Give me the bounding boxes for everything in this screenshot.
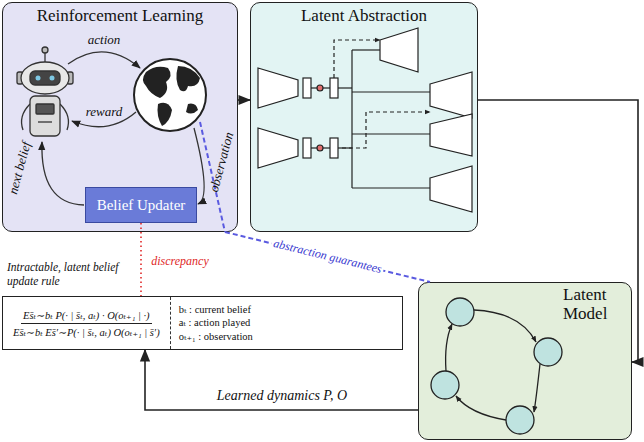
numerator: Es̄ₜ∼bₜ P(· | s̄ₜ, aₜ) · O(oₜ₊₁ | ·) xyxy=(21,309,152,324)
edge-label: Learned dynamics P, O xyxy=(215,388,349,403)
fraction: Es̄ₜ∼bₜ P(· | s̄ₜ, aₜ) · O(oₜ₊₁ | ·)Es̄ₜ… xyxy=(3,297,171,349)
globe xyxy=(134,59,206,131)
panel-title: Latent Abstraction xyxy=(251,6,477,26)
connector xyxy=(145,350,418,410)
box-label: Belief Updater xyxy=(97,197,186,214)
arrow-label: action xyxy=(88,33,121,47)
definition: aₜ : action played xyxy=(179,316,394,330)
definition: oₜ₊₁ : observation xyxy=(179,330,394,344)
edge-label: abstraction guarantees xyxy=(270,237,385,277)
panel-title: Latent Model xyxy=(563,286,627,323)
process-box: Belief Updater xyxy=(85,187,197,223)
connector xyxy=(238,99,250,101)
denominator: Es̄ₜ∼bₜ Es̄′∼P(· | s̄ₜ, aₜ) O(oₜ₊₁ | s̄′… xyxy=(11,324,162,338)
panel-title: Reinforcement Learning xyxy=(3,6,237,26)
connector xyxy=(140,223,142,296)
heading: Intractable, latent belief update rule xyxy=(7,261,139,289)
edge-label: discrepancy xyxy=(149,255,211,268)
definitions: bₜ : current beliefaₜ : action playedoₜ₊… xyxy=(171,297,402,349)
connector xyxy=(225,232,430,282)
definition: bₜ : current belief xyxy=(179,303,394,317)
formula-box: Intractable, latent belief update ruleEs… xyxy=(2,296,403,350)
arrow-label: reward xyxy=(86,105,123,119)
